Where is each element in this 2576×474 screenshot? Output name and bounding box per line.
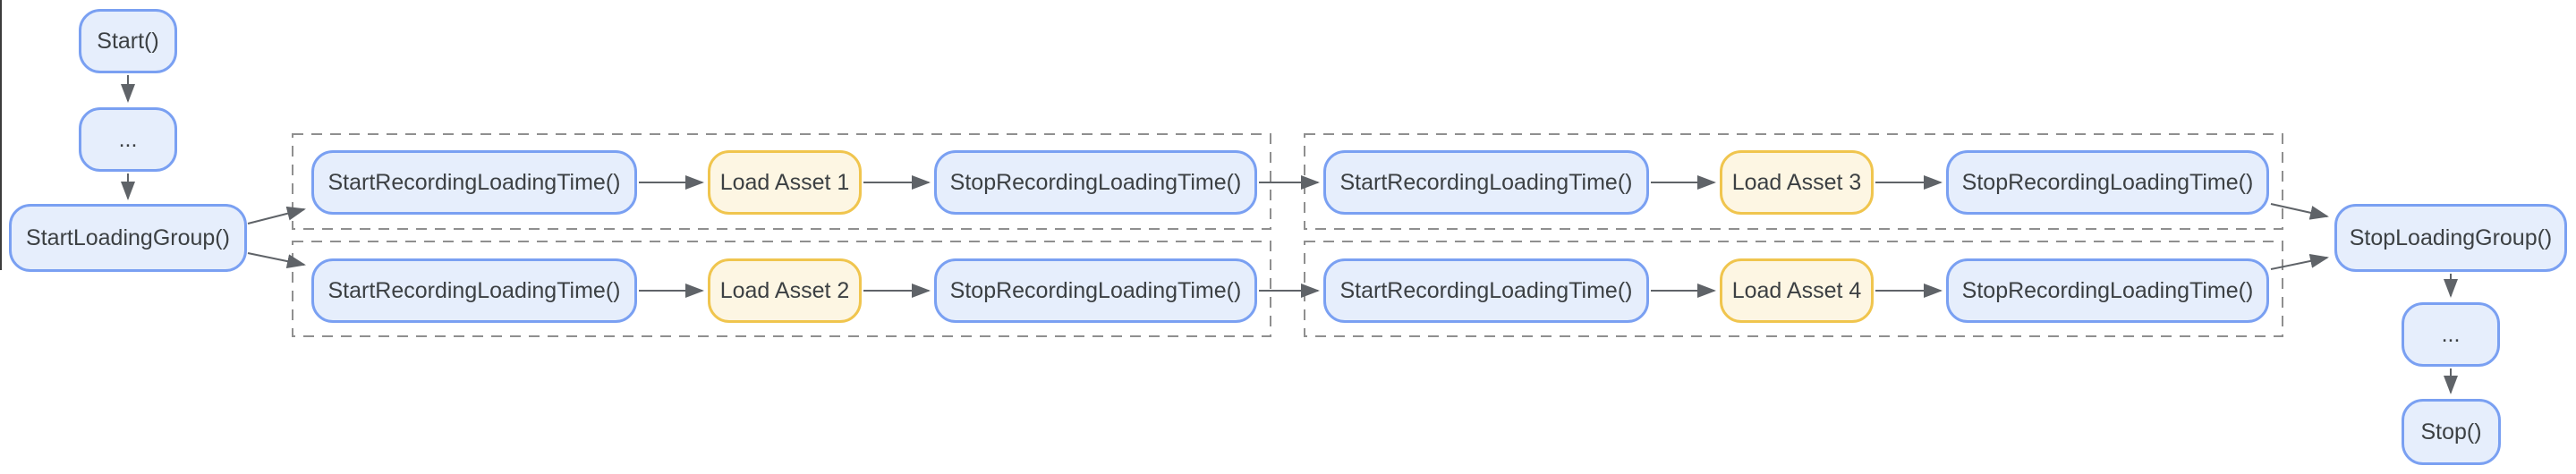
loading-group-2-row-1-boundary [1304, 133, 2283, 230]
node-g2r1-start-recording: StartRecordingLoadingTime() [1323, 150, 1649, 215]
edge-start-group-to-row2 [247, 252, 306, 268]
screen-edge-line [0, 0, 2, 270]
node-g2r1-stop-recording: StopRecordingLoadingTime() [1946, 150, 2269, 215]
loading-group-2-row-2-boundary [1304, 241, 2283, 337]
node-load-asset-3: Load Asset 3 [1720, 150, 1874, 215]
edge-row1-to-stop-group [2270, 203, 2329, 220]
node-g1r1-stop-recording: StopRecordingLoadingTime() [934, 150, 1257, 215]
node-g2r2-stop-recording: StopRecordingLoadingTime() [1946, 258, 2269, 323]
node-ellipsis-top-left: ... [79, 107, 177, 172]
node-load-asset-1: Load Asset 1 [708, 150, 862, 215]
node-g1r2-start-recording: StartRecordingLoadingTime() [311, 258, 637, 323]
node-load-asset-2: Load Asset 2 [708, 258, 862, 323]
node-load-asset-4: Load Asset 4 [1720, 258, 1874, 323]
loading-group-1-row-2-boundary [292, 241, 1271, 337]
node-stop: Stop() [2402, 399, 2501, 465]
node-start-loading-group: StartLoadingGroup() [9, 204, 247, 272]
node-ellipsis-bottom-right: ... [2402, 302, 2500, 367]
node-stop-loading-group: StopLoadingGroup() [2334, 204, 2567, 272]
edge-row2-to-stop-group [2270, 254, 2329, 270]
edge-start-group-to-row1 [247, 206, 306, 224]
node-start: Start() [79, 9, 177, 73]
node-g2r2-start-recording: StartRecordingLoadingTime() [1323, 258, 1649, 323]
node-g1r2-stop-recording: StopRecordingLoadingTime() [934, 258, 1257, 323]
node-g1r1-start-recording: StartRecordingLoadingTime() [311, 150, 637, 215]
